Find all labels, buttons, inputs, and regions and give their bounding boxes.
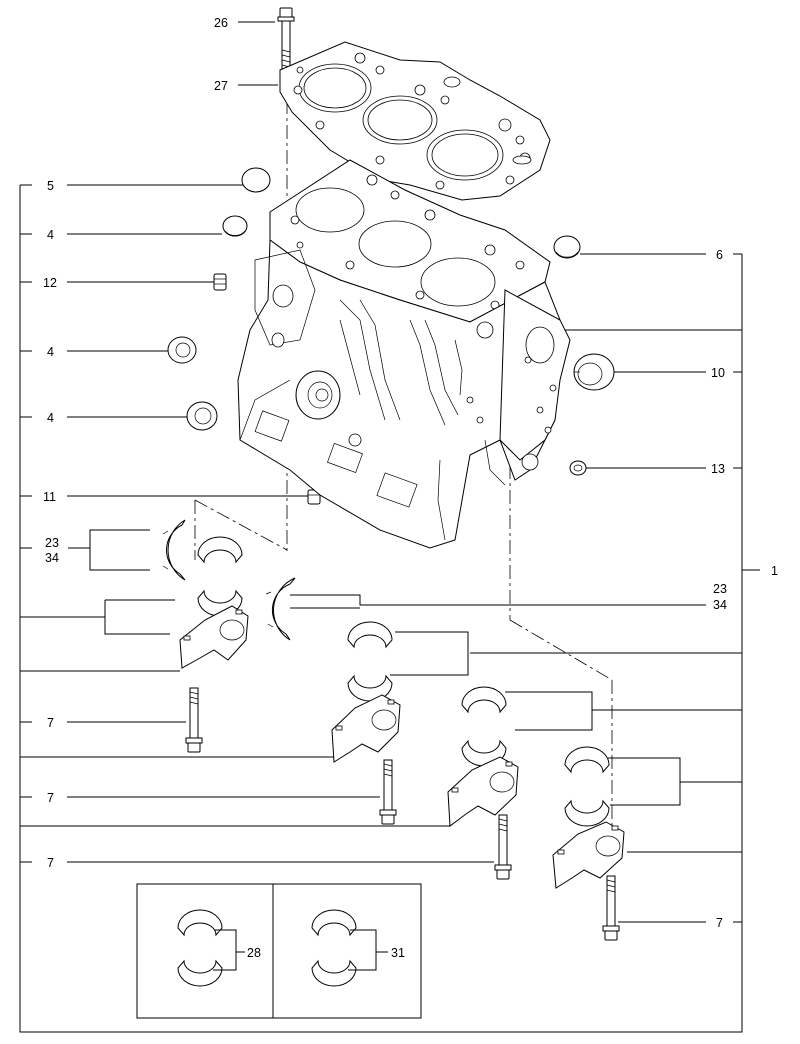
- undersize-bearing-inset: [136, 883, 422, 1019]
- oil-seal-4-lower: [186, 401, 218, 431]
- callout-28: 28: [247, 946, 261, 960]
- expansion-plug-5: [241, 167, 271, 193]
- callout-labels: 26 27 5 4 12 4 4 11 23 34 7 7 7 6 10 13 …: [43, 16, 778, 960]
- expansion-plug-6: [553, 235, 581, 259]
- callout-7-d: 7: [716, 916, 723, 930]
- callout-10: 10: [711, 366, 725, 380]
- callout-1: 1: [771, 564, 778, 578]
- head-gasket: [279, 41, 551, 201]
- callout-34-right: 34: [713, 598, 727, 612]
- callout-34-left: 34: [45, 551, 59, 565]
- callout-26: 26: [214, 16, 228, 30]
- thrust-washer-left: [162, 519, 186, 581]
- callout-7-b: 7: [47, 791, 54, 805]
- cap-bolt-2: [379, 759, 397, 825]
- callout-31: 31: [391, 946, 405, 960]
- callout-5: 5: [47, 179, 54, 193]
- bushing-10: [573, 353, 615, 391]
- bearing-shell-1: [197, 536, 243, 617]
- callout-13: 13: [711, 462, 725, 476]
- main-bearing-cap-4: [552, 821, 625, 889]
- cylinder-block: [237, 159, 571, 549]
- left-bracket-frame: [19, 184, 743, 1033]
- callout-7-c: 7: [47, 856, 54, 870]
- callout-23-right: 23: [713, 582, 727, 596]
- leader-lines: [67, 21, 706, 923]
- head-bolt: [277, 7, 295, 74]
- thrust-washer-right: [265, 577, 296, 641]
- callout-11: 11: [43, 490, 56, 504]
- callout-7-a: 7: [47, 716, 54, 730]
- right-bracket-frame: [470, 253, 760, 923]
- cap-bolt-1: [185, 687, 203, 753]
- plug-13: [569, 460, 587, 476]
- callout-27: 27: [214, 79, 228, 93]
- bearing-shell-3: [461, 686, 507, 767]
- main-bearing-cap-3: [447, 756, 519, 827]
- callout-4-a: 4: [47, 228, 54, 242]
- plug-screw-12: [213, 273, 227, 291]
- callout-4-c: 4: [47, 411, 54, 425]
- bearing-shell-4: [564, 746, 610, 827]
- callout-4-b: 4: [47, 345, 54, 359]
- cap-bolt-3: [494, 814, 512, 880]
- oil-seal-4-middle: [167, 336, 197, 364]
- bearing-shell-2: [347, 621, 393, 702]
- expansion-plug-4-top: [222, 215, 248, 237]
- main-bearing-cap-2: [331, 694, 401, 763]
- callout-12: 12: [43, 276, 57, 290]
- plug-11: [307, 489, 321, 505]
- main-bearing-cap-1: [179, 605, 249, 669]
- callout-6: 6: [716, 248, 723, 262]
- cap-bolt-4: [602, 875, 620, 941]
- callout-23-left: 23: [45, 536, 59, 550]
